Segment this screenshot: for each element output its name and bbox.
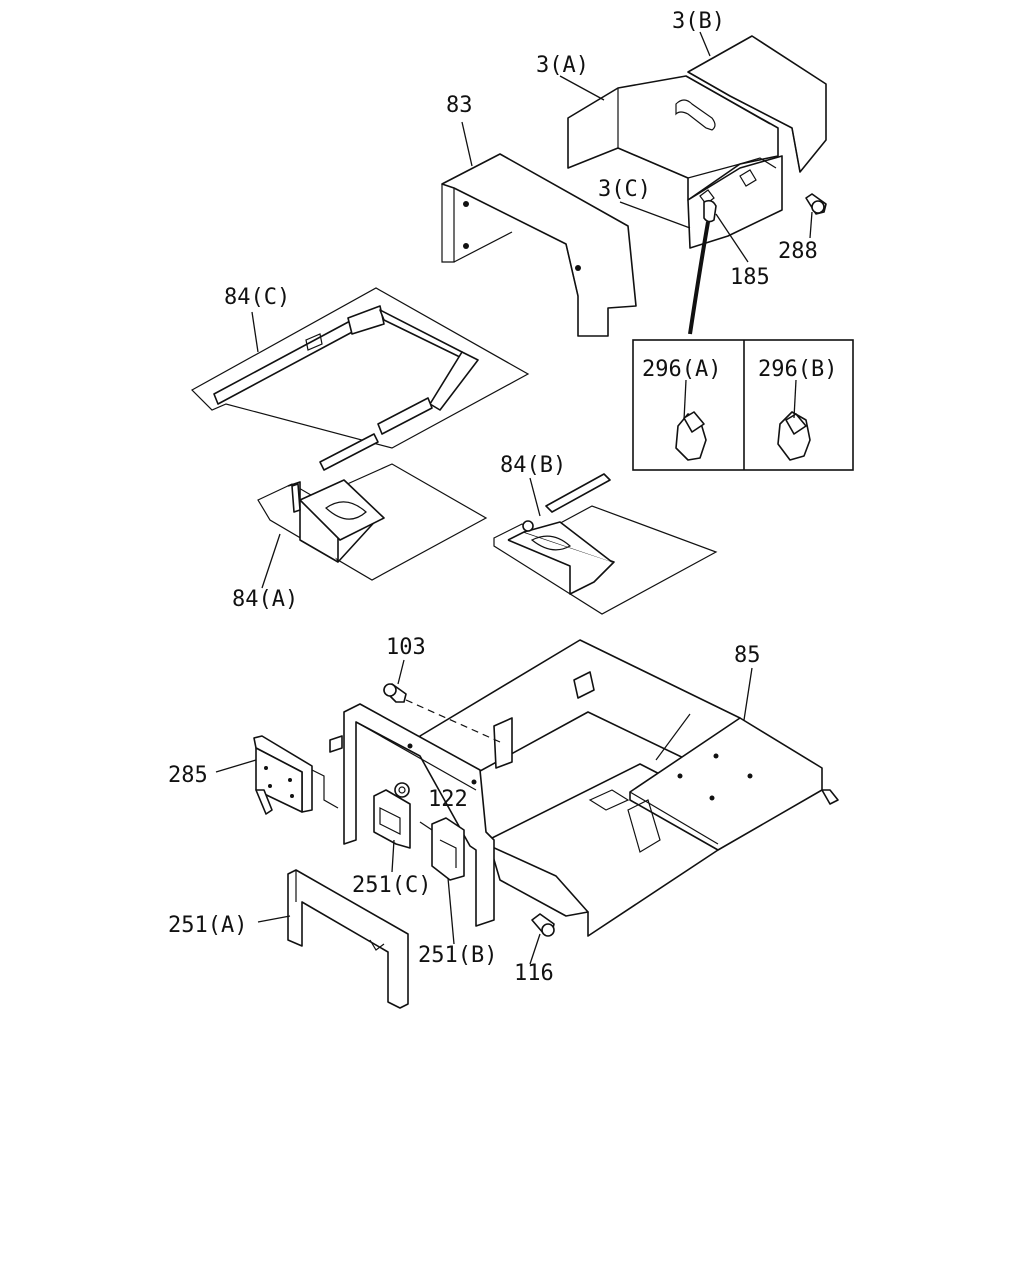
label-185: 185 [730, 265, 770, 290]
bolt-103-guide-line [405, 699, 501, 743]
part-83-cover [441, 153, 637, 337]
part-185-clip [703, 199, 717, 223]
label-3a: 3(A) [536, 53, 589, 78]
label-251a: 251(A) [168, 913, 247, 938]
part-122-nut [394, 782, 410, 798]
label-103: 103 [386, 635, 426, 660]
label-84b: 84(B) [500, 453, 566, 478]
part-251a-panel [287, 869, 409, 1009]
label-84c: 84(C) [224, 285, 290, 310]
label-251c: 251(C) [352, 873, 431, 898]
part-288-bolt [805, 193, 827, 215]
label-83: 83 [446, 93, 473, 118]
label-285: 285 [168, 763, 208, 788]
leader-lines [215, 31, 813, 965]
part-251c-bracket [373, 789, 411, 849]
part-85-frame [419, 639, 839, 937]
part-84b-floor-plate [493, 473, 718, 615]
part-116-bolt [531, 913, 555, 937]
detail-box-296 [632, 339, 854, 471]
part-84c-floor-plate [191, 287, 530, 471]
label-288: 288 [778, 239, 818, 264]
label-296b: 296(B) [758, 357, 837, 382]
label-84a: 84(A) [232, 587, 298, 612]
part-84a-floor-plate [257, 463, 488, 581]
label-85: 85 [734, 643, 761, 668]
label-122: 122 [428, 787, 468, 812]
label-3c: 3(C) [598, 177, 651, 202]
part-103-bolt [383, 683, 407, 703]
label-251b: 251(B) [418, 943, 497, 968]
part-251b-bracket [419, 817, 465, 881]
label-116: 116 [514, 961, 554, 986]
part-3c-panel [687, 155, 783, 249]
label-296a: 296(A) [642, 357, 721, 382]
part-labels: 3(B) 3(A) 83 3(C) 288 185 84(C) 296(A) 2… [168, 9, 837, 986]
part-296a-clip [675, 411, 707, 461]
callout-pointer-296 [688, 221, 710, 335]
part-285-plate [253, 735, 339, 815]
part-3b-cover [687, 35, 827, 173]
label-3b: 3(B) [672, 9, 725, 34]
frame-front-bracket [329, 703, 495, 927]
